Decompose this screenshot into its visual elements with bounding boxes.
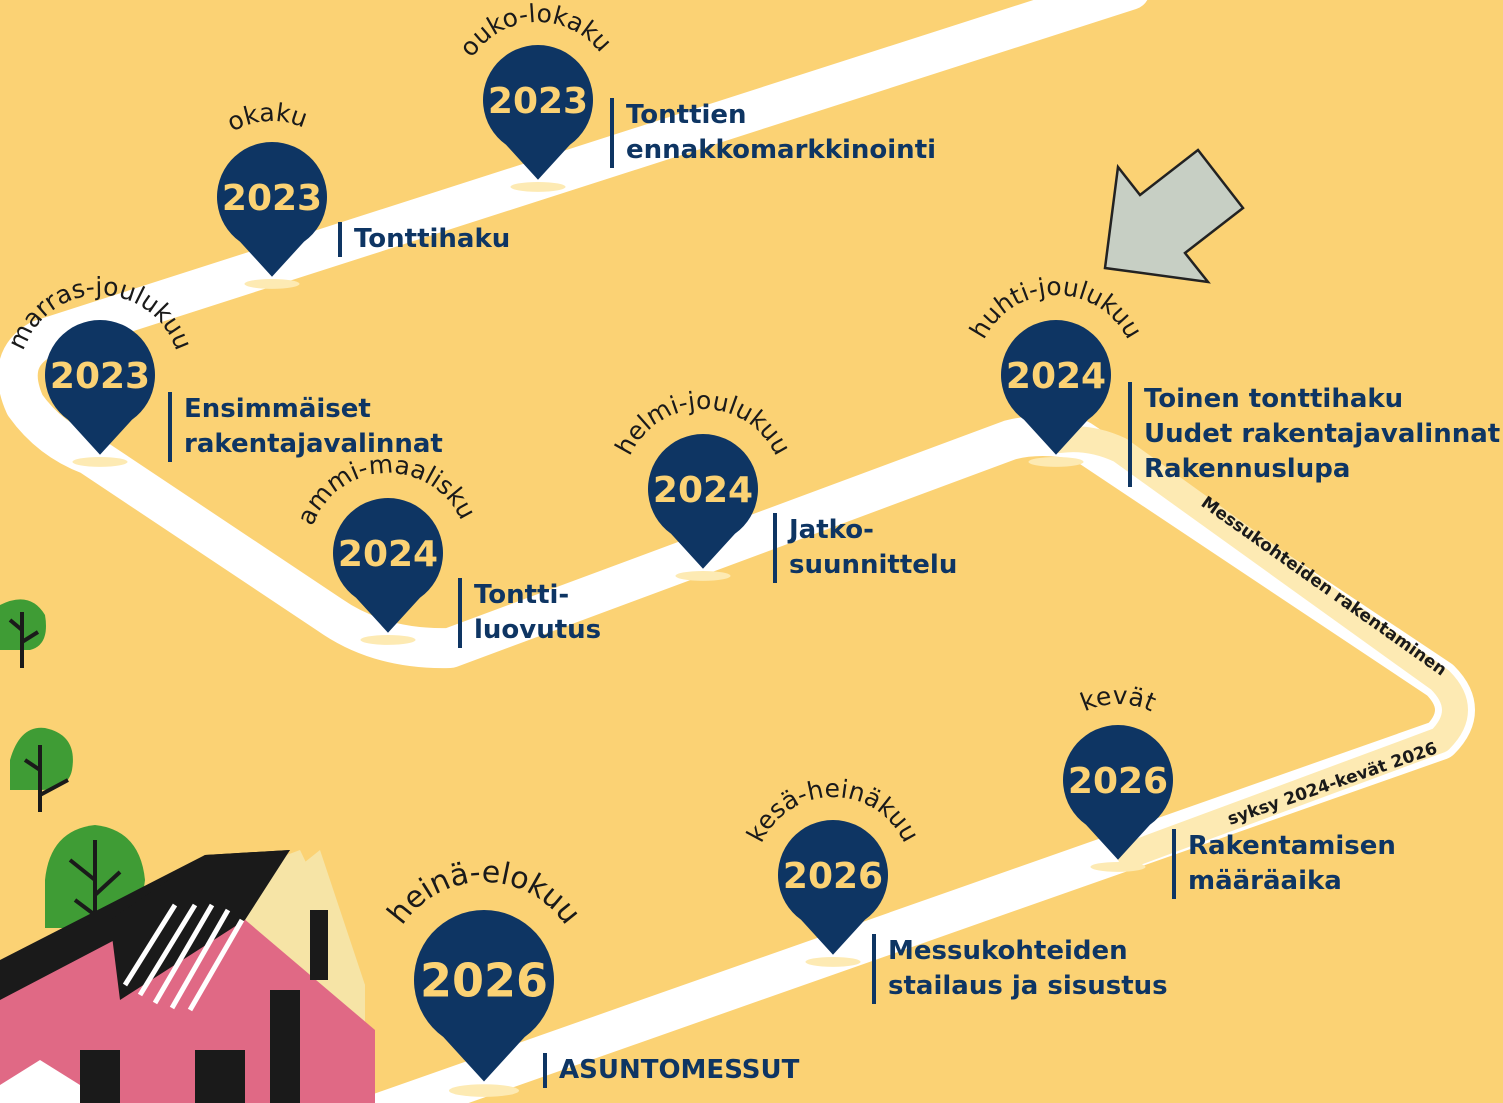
milestone-year: 2026 bbox=[783, 856, 883, 897]
map-pin-icon bbox=[414, 910, 554, 1082]
milestone-period: kevät bbox=[1076, 681, 1160, 717]
pin-shadow bbox=[244, 278, 300, 289]
milestone-period: lokakuu bbox=[0, 0, 311, 137]
milestone-label-line: rakentajavalinnat bbox=[184, 429, 443, 459]
milestone-label-line: suunnittelu bbox=[789, 550, 958, 580]
tree-icon bbox=[10, 727, 73, 812]
tree-icon bbox=[0, 599, 46, 668]
milestone-year: 2023 bbox=[488, 81, 588, 122]
milestone-label-line: luovutus bbox=[474, 615, 602, 645]
map-pin-icon bbox=[217, 142, 327, 277]
pointer-arrow-icon bbox=[1103, 148, 1245, 284]
house-illustration bbox=[0, 850, 375, 1103]
milestone-year: 2026 bbox=[1068, 761, 1168, 802]
milestone-label-line: Tonttihaku bbox=[354, 224, 511, 254]
milestone-label: Jatko-suunnittelu bbox=[773, 513, 957, 583]
milestone-label-line: Toinen tonttihaku bbox=[1144, 384, 1404, 414]
milestone-label-line: Tontti- bbox=[474, 580, 570, 610]
map-pin-icon bbox=[1001, 319, 1111, 455]
milestone-label-line: Rakennuslupa bbox=[1144, 454, 1351, 484]
pin-shadow bbox=[1028, 456, 1084, 467]
milestone-year: 2024 bbox=[1006, 356, 1106, 397]
milestone-label-line: Tonttien bbox=[626, 100, 747, 130]
milestone-label: Tontti-luovutus bbox=[458, 578, 601, 648]
pin-shadow bbox=[1090, 861, 1146, 872]
milestone-label-line: määräaika bbox=[1188, 866, 1342, 896]
milestone-label-line: Ensimmäiset bbox=[184, 394, 371, 424]
pin-shadow bbox=[449, 1084, 519, 1097]
milestone-label-line: Uudet rakentajavalinnat bbox=[1144, 419, 1501, 449]
pin-shadow bbox=[805, 956, 861, 967]
milestone-label-line: ennakkomarkkinointi bbox=[626, 135, 937, 165]
pin-shadow bbox=[675, 570, 731, 581]
map-pin-icon bbox=[45, 320, 155, 455]
milestone-label: Tonttihaku bbox=[338, 222, 510, 257]
milestone-label-line: Rakentamisen bbox=[1188, 831, 1396, 861]
pin-shadow bbox=[72, 456, 128, 467]
milestone-label: Tonttien ennakkomarkkinointi bbox=[610, 98, 936, 168]
milestone-label-line: stailaus ja sisustus bbox=[888, 971, 1168, 1001]
construction-label: Messukohteiden rakentaminen bbox=[1197, 493, 1450, 681]
map-pin-icon bbox=[648, 433, 758, 569]
milestone-pin: 2023 lokakuu bbox=[0, 0, 327, 289]
milestone-label: Ensimmäiset rakentajavalinnat bbox=[168, 392, 443, 462]
milestone-label-line: Messukohteiden bbox=[888, 936, 1128, 966]
milestone-label: Messukohteiden stailaus ja sisustus bbox=[872, 934, 1168, 1004]
pin-shadow bbox=[360, 634, 416, 645]
milestone-label: ASUNTOMESSUT bbox=[543, 1053, 799, 1088]
map-pin-icon bbox=[482, 44, 593, 180]
milestone-year: 2024 bbox=[338, 534, 438, 575]
milestone-label: Rakentamisen määräaika bbox=[1172, 829, 1396, 899]
milestone-year: 2026 bbox=[420, 954, 548, 1008]
map-pin-icon bbox=[333, 497, 443, 633]
map-pin-icon bbox=[778, 819, 889, 955]
milestone-label-line: Jatko- bbox=[789, 515, 874, 545]
pin-shadow bbox=[510, 181, 566, 192]
milestone-label-line: ASUNTOMESSUT bbox=[559, 1055, 800, 1085]
map-pin-icon bbox=[1062, 724, 1173, 860]
milestone-year: 2023 bbox=[50, 356, 150, 397]
milestone-year: 2023 bbox=[222, 178, 322, 219]
milestone-year: 2024 bbox=[653, 470, 753, 511]
